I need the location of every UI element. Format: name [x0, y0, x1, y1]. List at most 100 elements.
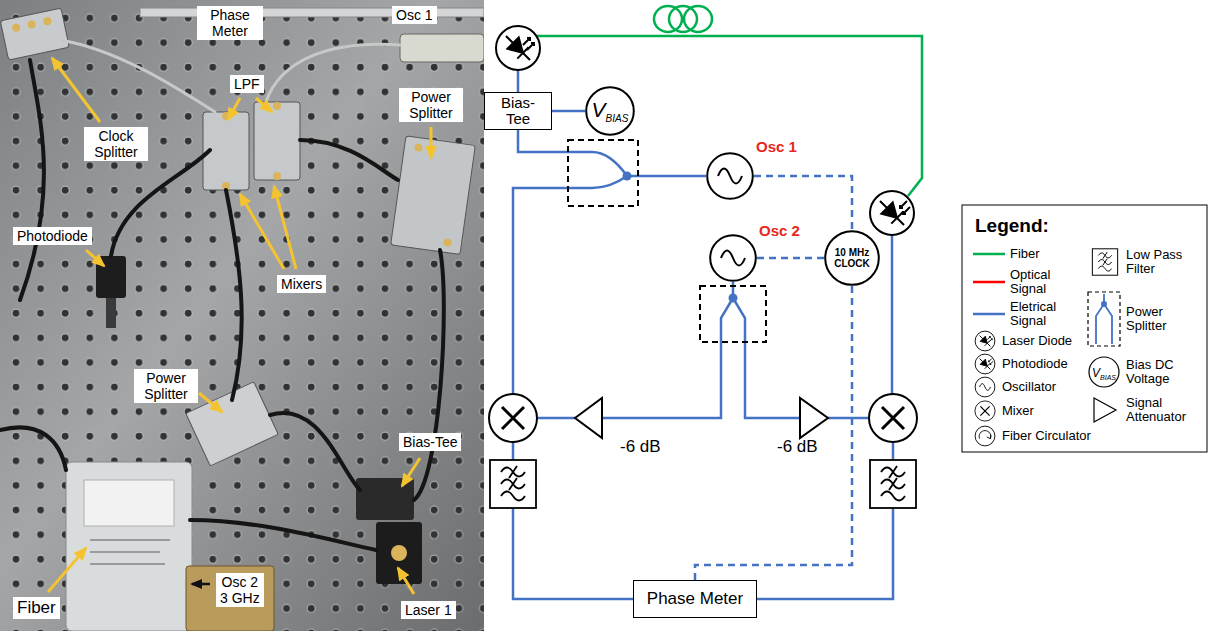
- signal-wire: [552, 110, 585, 113]
- callout-label: Osc 1: [396, 7, 433, 23]
- leader-arrow: [199, 393, 222, 412]
- photo-callout: Photodiode: [13, 227, 92, 245]
- legend-label: Bias DC Voltage: [1126, 358, 1188, 386]
- legend-label: Oscillator: [1002, 380, 1056, 394]
- oscillator-circle: Osc 2: [709, 234, 757, 282]
- circle-outline: [825, 231, 879, 285]
- legend-label: Power Splitter: [1126, 305, 1186, 333]
- leader-arrow: [48, 548, 86, 592]
- photo-callout: Clock Splitter: [84, 127, 148, 161]
- leader-arrow: [52, 58, 100, 122]
- legend-icon: [1089, 357, 1119, 387]
- cables: [190, 520, 376, 550]
- legend-label: Fiber: [1010, 247, 1040, 261]
- signal-wire: [892, 442, 895, 460]
- attenuation-label: -6 dB: [777, 437, 818, 457]
- signal-wire: [513, 508, 633, 599]
- circle-outline: [710, 235, 756, 281]
- photo-callout: LPF: [230, 75, 264, 93]
- signal-wire: [828, 417, 869, 420]
- equipment: [0, 8, 69, 60]
- photo-callout: Power Splitter: [399, 88, 463, 122]
- voltage-symbol: V: [592, 98, 606, 121]
- mixer-symbol: [489, 394, 537, 442]
- attenuator-symbol: [575, 398, 602, 438]
- legend-swatch: [973, 253, 1005, 256]
- power-splitter-symbol: [623, 172, 632, 181]
- voltage-label: VBIAS: [592, 98, 629, 124]
- legend-label: Signal Attenuator: [1126, 396, 1202, 424]
- equipment: [0, 8, 484, 631]
- equipment: [0, 8, 69, 60]
- legend-icon: [1096, 294, 1112, 344]
- cables: [20, 60, 44, 300]
- legend-icon: [975, 354, 995, 374]
- equipment: [11, 23, 20, 32]
- callout-label: Mixers: [281, 276, 322, 292]
- leader-arrow: [86, 250, 104, 266]
- bias-tee-box: Bias-Tee: [484, 92, 552, 130]
- attenuator-symbol: [575, 398, 828, 438]
- power-splitter-symbol: [729, 294, 738, 303]
- legend-label: Optical Signal: [1010, 268, 1065, 296]
- voltage-subscript: BIAS: [1100, 374, 1116, 381]
- legend-icon: [1088, 292, 1120, 346]
- legend-swatch: [972, 310, 1006, 318]
- signal-wire: [517, 70, 520, 92]
- legend-title: Legend:: [975, 215, 1049, 237]
- leader-arrow: [228, 98, 240, 120]
- leader-arrow: [398, 568, 414, 594]
- leader-arrow: [240, 194, 284, 269]
- callout-label: Power Splitter: [403, 89, 459, 121]
- low-pass-filter-symbol: [870, 460, 916, 508]
- equipment: [356, 478, 414, 520]
- oscillator-label: Osc 1: [756, 138, 797, 155]
- signal-wire: [513, 176, 627, 394]
- equipment: [414, 143, 423, 152]
- equipment: [66, 462, 192, 631]
- box-label: Bias-Tee: [489, 95, 547, 128]
- equipment: [254, 102, 300, 180]
- equipment: [376, 522, 422, 584]
- sine-symbol: [721, 251, 745, 266]
- callout-label: Phase Meter: [201, 7, 259, 39]
- legend-label: Photodiode: [1002, 357, 1068, 371]
- legend-icon: [975, 249, 1120, 446]
- legend-swatch: [973, 313, 1005, 316]
- equipment: [43, 16, 52, 25]
- legend-label: Fiber Circulator: [1002, 429, 1091, 443]
- table-holes: [0, 0, 484, 631]
- photo-callout: Laser 1: [401, 601, 456, 619]
- bias-voltage-source: VBIAS: [585, 86, 635, 136]
- legend-icon: [1094, 398, 1116, 422]
- power-splitter-symbol: [568, 140, 638, 206]
- signal-wire: [512, 442, 515, 460]
- legend-icon: [1092, 249, 1117, 275]
- fiber-line: [684, 6, 712, 32]
- laser-diode-symbol: [496, 26, 540, 70]
- equipment: [186, 566, 274, 631]
- signal-wire: [602, 298, 733, 418]
- equipment: [391, 136, 476, 255]
- clock-reference-line: [754, 176, 852, 230]
- box-label: Phase Meter: [647, 590, 743, 609]
- circle-outline: [586, 87, 634, 135]
- photo-callout: Fiber: [13, 597, 60, 619]
- equipment: [106, 298, 116, 328]
- legend-swatch: [972, 278, 1006, 286]
- signal-wire: [891, 235, 894, 394]
- power-splitter-symbol: [700, 286, 766, 342]
- signal-wire: [757, 508, 893, 599]
- cables: [270, 413, 360, 490]
- cables: [0, 40, 444, 550]
- equipment: [27, 20, 36, 29]
- leader-arrow: [256, 98, 272, 112]
- equipment: [400, 34, 484, 62]
- legend-icon: [975, 331, 995, 351]
- equipment: [273, 172, 281, 180]
- clock-label: 10 MHz CLOCK: [829, 247, 875, 269]
- mixer-symbol: [869, 394, 917, 442]
- equipment: [84, 480, 174, 526]
- sine-symbol: [718, 169, 742, 184]
